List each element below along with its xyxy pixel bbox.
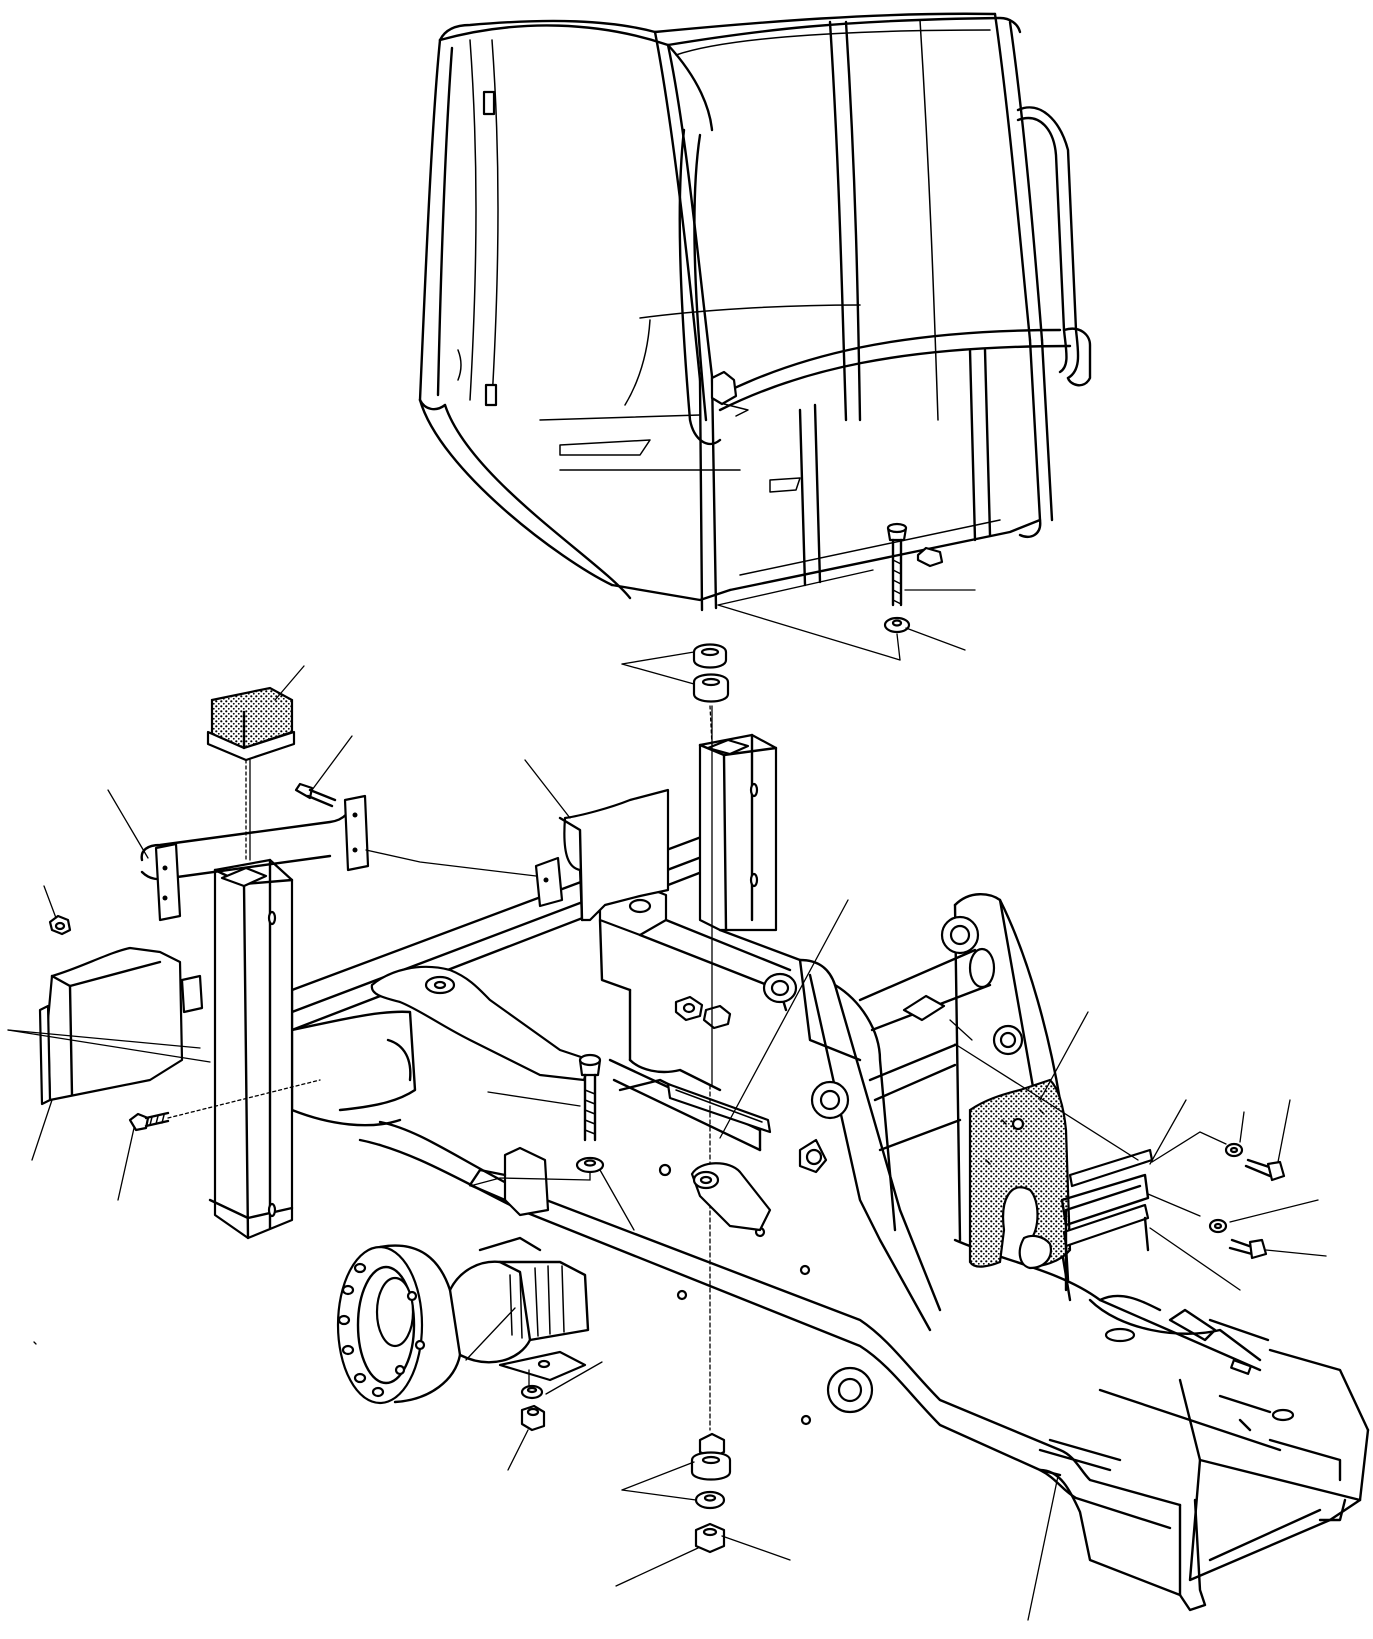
- rear-cover-plate: [536, 790, 668, 920]
- center-washer: [577, 1158, 603, 1172]
- shim-washer: [1210, 1144, 1242, 1232]
- right-column: [700, 735, 776, 930]
- left-column: [210, 860, 292, 1238]
- rubber-block: [208, 688, 294, 760]
- front-axle: [338, 1148, 588, 1403]
- tie-bar: [372, 967, 590, 1080]
- chassis-leg: [1040, 1470, 1060, 1475]
- leader-lines: [8, 570, 1326, 1620]
- cab-mount-bolt: [888, 524, 942, 605]
- bracket-bolt: [296, 784, 335, 806]
- tower-bracket: [692, 1163, 770, 1230]
- lower-rubber-mounts: [692, 1434, 730, 1508]
- chassis-frame: [292, 830, 1368, 1610]
- shaded-plate: [970, 1080, 1070, 1268]
- left-nut: [50, 916, 70, 934]
- center-bolt: [580, 1055, 600, 1140]
- upper-rubber-mounts: [694, 645, 728, 702]
- shim-plates: [1062, 1150, 1152, 1290]
- left-cover-plate: [40, 948, 202, 1104]
- hand-rail-bracket: [142, 796, 368, 920]
- shim-bolt-lower: [1230, 1240, 1266, 1258]
- mount-nut: [696, 1524, 724, 1552]
- cab-mount-washer: [885, 618, 909, 632]
- cab-frame: [420, 14, 1090, 610]
- axle-washer: [522, 1386, 542, 1398]
- shim-bolt-upper: [1246, 1160, 1284, 1180]
- axle-nut: [522, 1406, 544, 1430]
- left-bolt: [130, 1113, 168, 1130]
